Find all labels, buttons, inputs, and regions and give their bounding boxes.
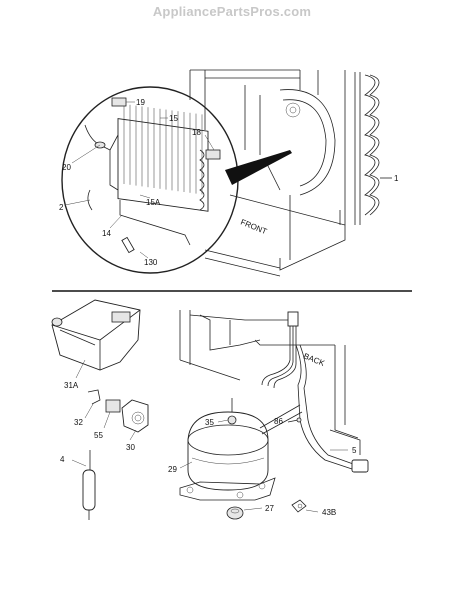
part-19-pad <box>111 97 127 107</box>
callout-29: 29 <box>168 465 177 474</box>
cabinet-illustration <box>189 69 361 277</box>
callout-4: 4 <box>60 455 65 464</box>
front-label: FRONT <box>239 218 268 237</box>
leader-lines-top <box>64 101 215 259</box>
part-4-drier <box>82 450 96 520</box>
callout-15a: 15A <box>146 198 161 207</box>
site-watermark: AppliancePartsPros.com <box>152 4 312 19</box>
callout-35: 35 <box>205 418 214 427</box>
part-27-grommet <box>226 506 244 520</box>
condenser-coil-part-1 <box>364 74 392 216</box>
part-2-clip <box>87 189 93 211</box>
callout-30: 30 <box>126 443 135 452</box>
cabinet-bottom-illustration <box>179 310 361 455</box>
compressor-part-29 <box>179 398 303 501</box>
callout-2: 2 <box>59 203 64 212</box>
callout-86: 86 <box>274 417 283 426</box>
part-35-cap <box>227 415 237 425</box>
part-55-relay <box>105 399 121 413</box>
callout-43b: 43B <box>322 508 336 517</box>
callout-55: 55 <box>94 431 103 440</box>
callout-27: 27 <box>265 504 274 513</box>
callout-32: 32 <box>74 418 83 427</box>
part-43b-clip <box>291 499 307 513</box>
part-30-overload <box>121 399 149 433</box>
evaporator-coil-part-15 <box>109 104 209 212</box>
callout-19: 19 <box>136 98 145 107</box>
callout-18: 18 <box>192 128 201 137</box>
callout-1: 1 <box>394 174 399 183</box>
callout-5: 5 <box>352 446 357 455</box>
callout-20: 20 <box>62 163 71 172</box>
wiring-harness-part-5 <box>261 311 369 473</box>
drain-tube-part-14 <box>119 200 191 246</box>
part-130-screw <box>121 236 135 254</box>
callout-130: 130 <box>144 258 158 267</box>
callout-31a: 31A <box>64 381 79 390</box>
part-86-screw <box>287 417 302 423</box>
callout-14: 14 <box>102 229 111 238</box>
callout-15: 15 <box>169 114 178 123</box>
drain-pan-part-31a <box>51 299 141 371</box>
detail-magnifier <box>61 86 292 274</box>
part-32-clip <box>87 389 101 405</box>
part-18-pad <box>205 149 221 160</box>
